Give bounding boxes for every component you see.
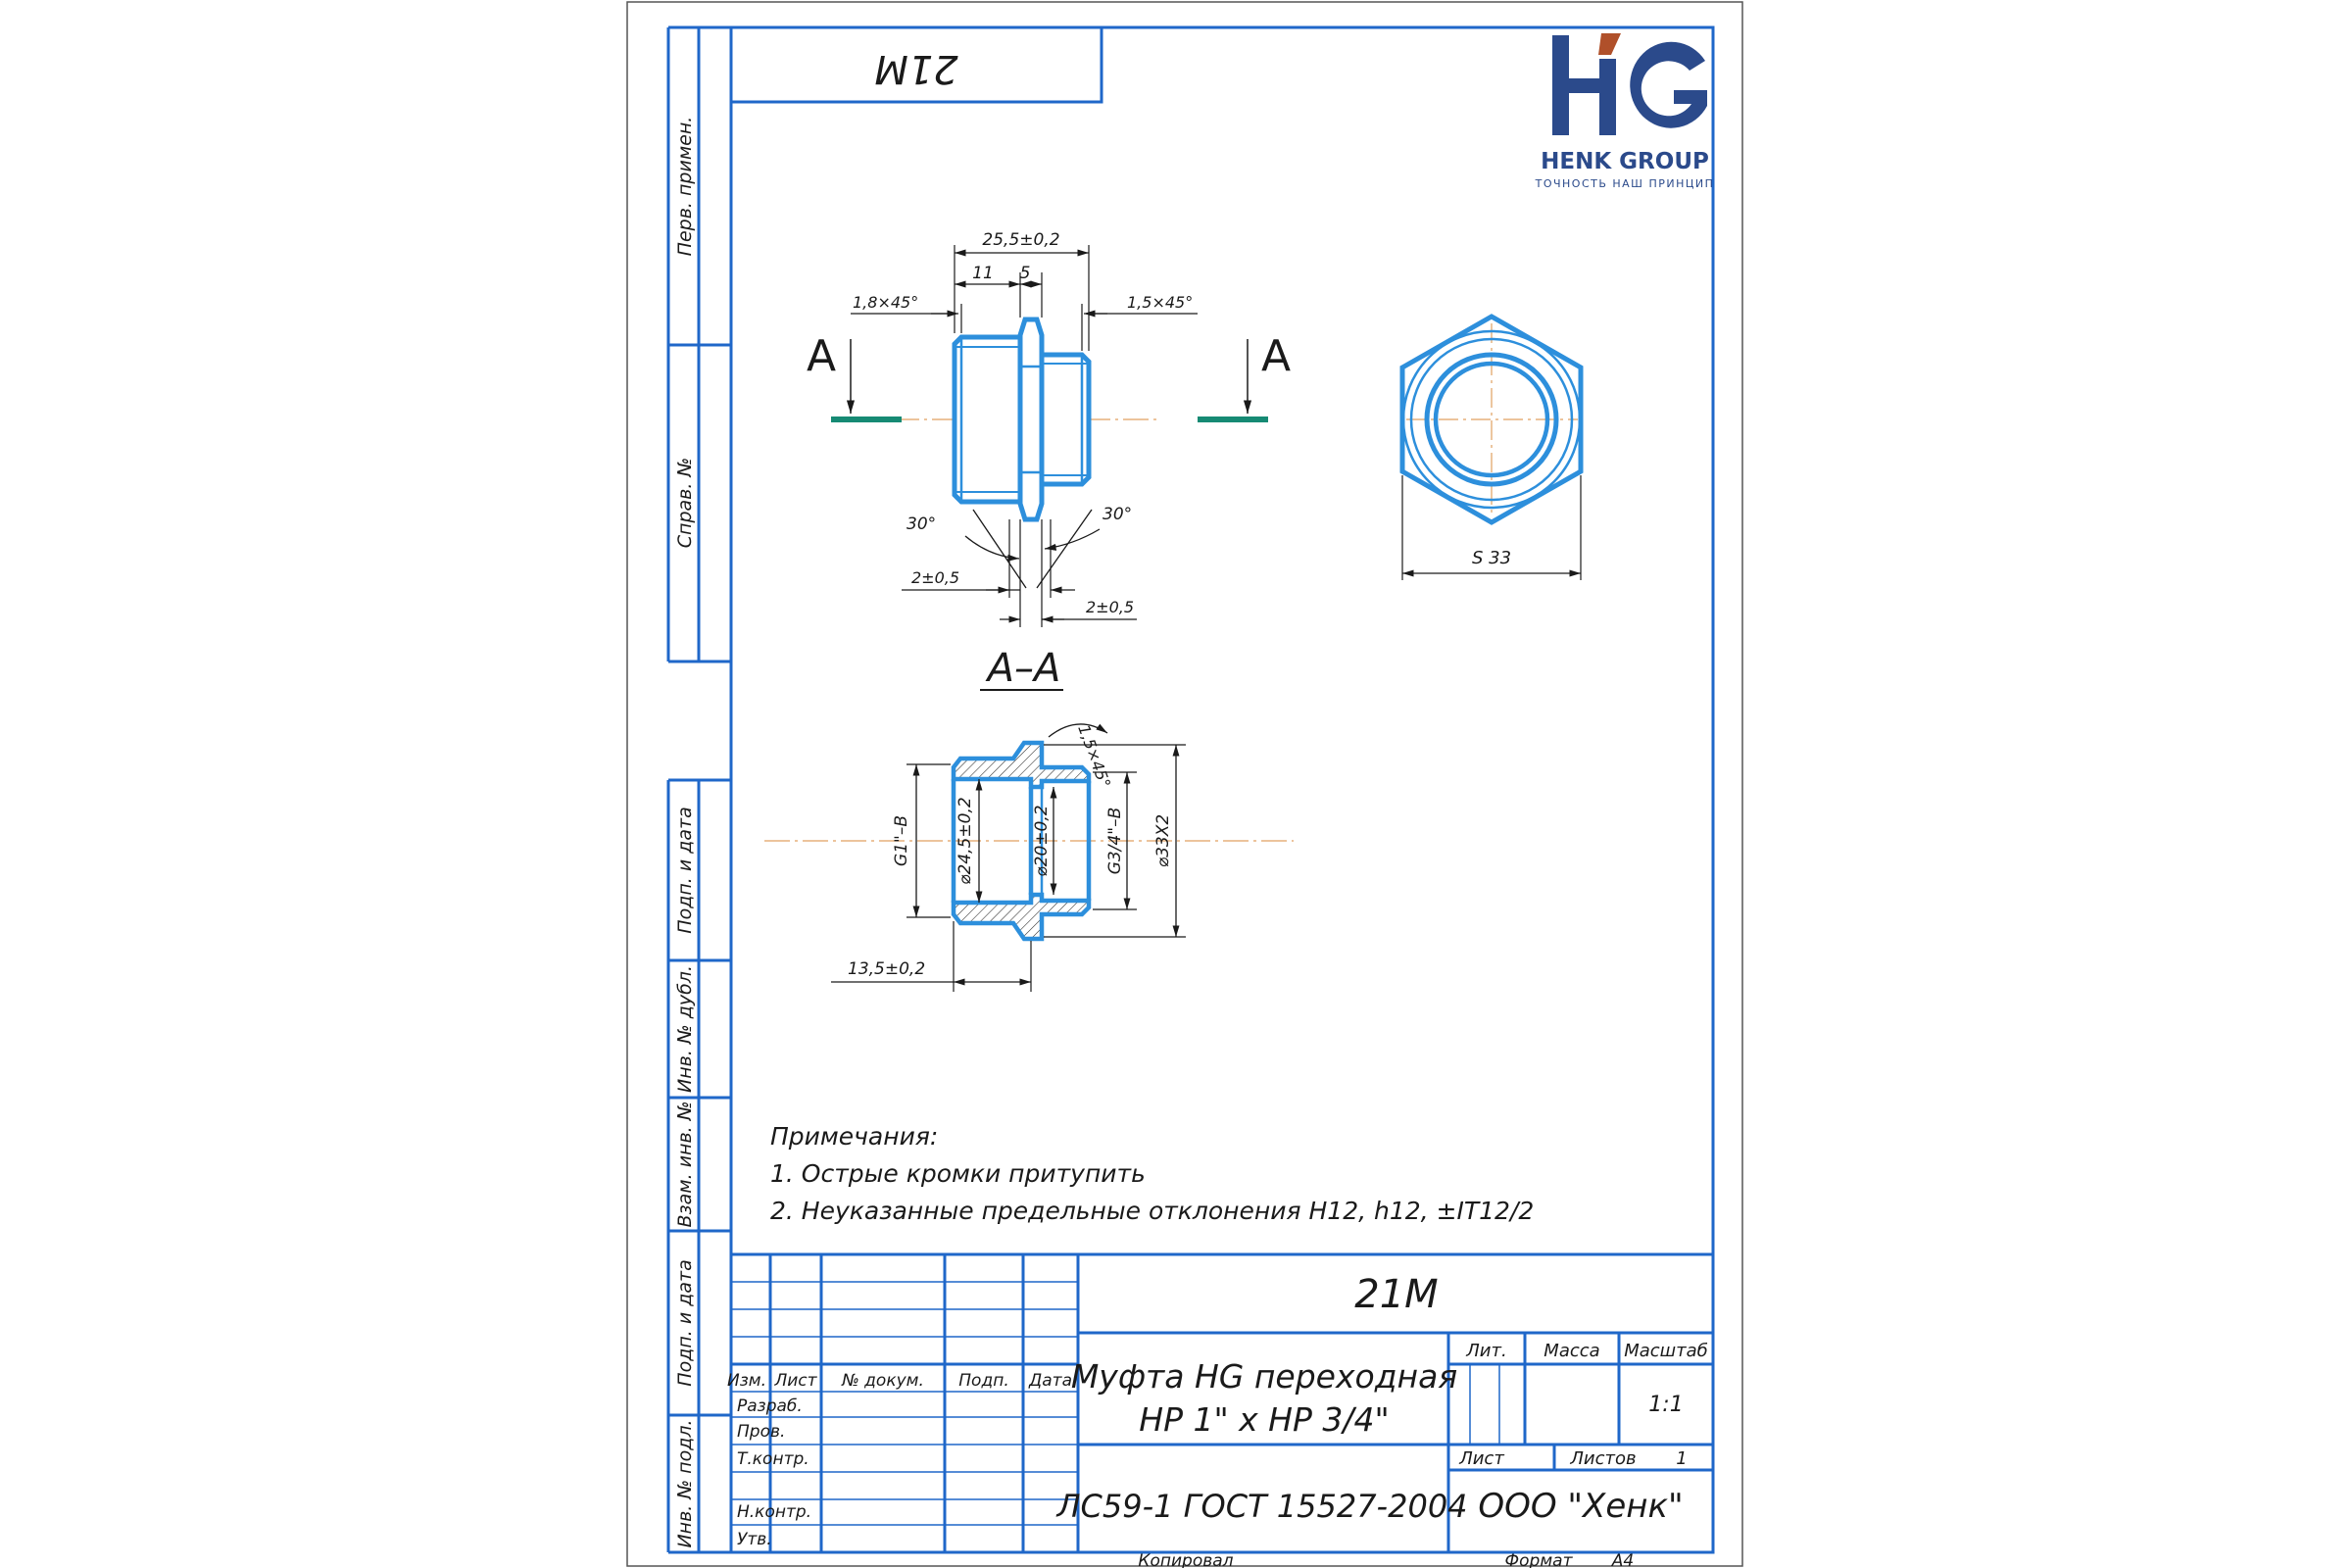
title-company: ООО "Хенк" bbox=[1478, 1487, 1683, 1526]
row-razrab: Разраб. bbox=[737, 1396, 803, 1416]
dim-seg-mid: 5 bbox=[1020, 264, 1031, 283]
front-view-part bbox=[952, 317, 1092, 522]
side-label-vzam-inv: Взам. инв. № bbox=[674, 1101, 696, 1227]
title-material: ЛС59-1 ГОСТ 15527-2004 bbox=[1055, 1488, 1467, 1525]
side-label-podp-data-2: Подп. и дата bbox=[674, 1259, 696, 1386]
footer-format-label: Формат bbox=[1505, 1551, 1574, 1568]
side-label-inv-podl: Инв. № подл. bbox=[674, 1419, 696, 1547]
cut-letter-right: A bbox=[1261, 331, 1291, 381]
title-name-line2: НР 1" х НР 3/4" bbox=[1139, 1400, 1389, 1439]
row-utv: Утв. bbox=[737, 1530, 772, 1549]
title-block: 21M Муфта HG переходная НР 1" х НР 3/4" … bbox=[727, 1252, 1713, 1552]
section-view: А–А bbox=[764, 646, 1294, 992]
front-view: 25,5±0,2 11 5 1,8×45° 1,5×45° 30° 30° 2±… bbox=[807, 230, 1291, 627]
side-view-hex: S 33 bbox=[1399, 314, 1584, 580]
sheet-border bbox=[626, 1, 1743, 1567]
cut-letter-left: A bbox=[807, 331, 836, 381]
col-data: Дата bbox=[1028, 1371, 1072, 1391]
dim-overall-length: 25,5±0,2 bbox=[982, 230, 1059, 250]
side-labels: Перв. примен. Справ. № Подп. и дата Инв.… bbox=[674, 117, 696, 1548]
side-label-sprav-no: Справ. № bbox=[674, 458, 696, 548]
col-podp: Подп. bbox=[958, 1371, 1008, 1391]
dim-thread-large: G1"–B bbox=[892, 815, 911, 866]
listov-value: 1 bbox=[1676, 1448, 1687, 1469]
notes-heading: Примечания: bbox=[770, 1122, 938, 1151]
dim-angle-right: 30° bbox=[1102, 505, 1132, 524]
col-izm: Изм. bbox=[727, 1371, 766, 1391]
col-list: Лист bbox=[773, 1371, 817, 1391]
dim-chamfer-right: 1,5×45° bbox=[1127, 293, 1193, 312]
dim-seg-left: 11 bbox=[972, 264, 994, 283]
drawing-frame bbox=[666, 25, 1715, 1554]
footer-format-value: А4 bbox=[1611, 1551, 1634, 1568]
label-list: Лист bbox=[1458, 1448, 1504, 1469]
logo-company: HENK GROUP bbox=[1541, 149, 1709, 174]
side-label-podp-data-1: Подп. и дата bbox=[674, 807, 696, 933]
logo-tagline: ТОЧНОСТЬ НАШ ПРИНЦИП bbox=[1535, 177, 1715, 190]
notes: Примечания: 1. Острые кромки притупить 2… bbox=[770, 1122, 1534, 1225]
dim-length-section: 13,5±0,2 bbox=[848, 959, 925, 979]
footer-copied: Копировал bbox=[1138, 1551, 1233, 1568]
title-name-line1: Муфта HG переходная bbox=[1071, 1357, 1457, 1396]
scale-value: 1:1 bbox=[1648, 1393, 1683, 1417]
row-prov: Пров. bbox=[737, 1422, 785, 1442]
notes-item-1: 1. Острые кромки притупить bbox=[770, 1159, 1146, 1188]
row-nkontr: Н.контр. bbox=[737, 1502, 811, 1522]
label-lit: Лит. bbox=[1465, 1341, 1506, 1361]
section-title: А–А bbox=[985, 646, 1061, 691]
side-label-perv-primen: Перв. примен. bbox=[674, 117, 696, 257]
notes-item-2: 2. Неуказанные предельные отклонения H12… bbox=[770, 1197, 1534, 1225]
label-listov: Листов bbox=[1569, 1448, 1636, 1469]
dim-thread-small: G3/4"–B bbox=[1105, 808, 1125, 875]
dim-hex-size: S 33 bbox=[1472, 548, 1511, 568]
dim-bore-large: ⌀24,5±0,2 bbox=[956, 797, 975, 884]
dim-groove-right: 2±0,5 bbox=[1086, 598, 1134, 616]
dim-chamfer-left: 1,8×45° bbox=[853, 293, 918, 312]
row-tkontr: Т.контр. bbox=[737, 1449, 809, 1469]
side-label-inv-dubl: Инв. № дубл. bbox=[674, 965, 696, 1093]
cut-marker-right: A bbox=[1198, 331, 1291, 422]
henk-group-logo: HENK GROUP ТОЧНОСТЬ НАШ ПРИНЦИП bbox=[1535, 33, 1715, 190]
col-doc: № докум. bbox=[841, 1371, 924, 1391]
doc-code-rotated: 21M bbox=[874, 46, 957, 91]
cut-marker-left: A bbox=[807, 331, 902, 422]
label-massa: Масса bbox=[1544, 1341, 1599, 1361]
dim-angle-left: 30° bbox=[906, 514, 936, 534]
title-code: 21M bbox=[1354, 1272, 1438, 1317]
dim-bore-small: ⌀20±0,2 bbox=[1032, 805, 1052, 876]
dim-outer-dia: ⌀33X2 bbox=[1153, 814, 1173, 867]
dim-groove-left: 2±0,5 bbox=[911, 568, 959, 587]
label-masshtab: Масштаб bbox=[1624, 1341, 1708, 1361]
